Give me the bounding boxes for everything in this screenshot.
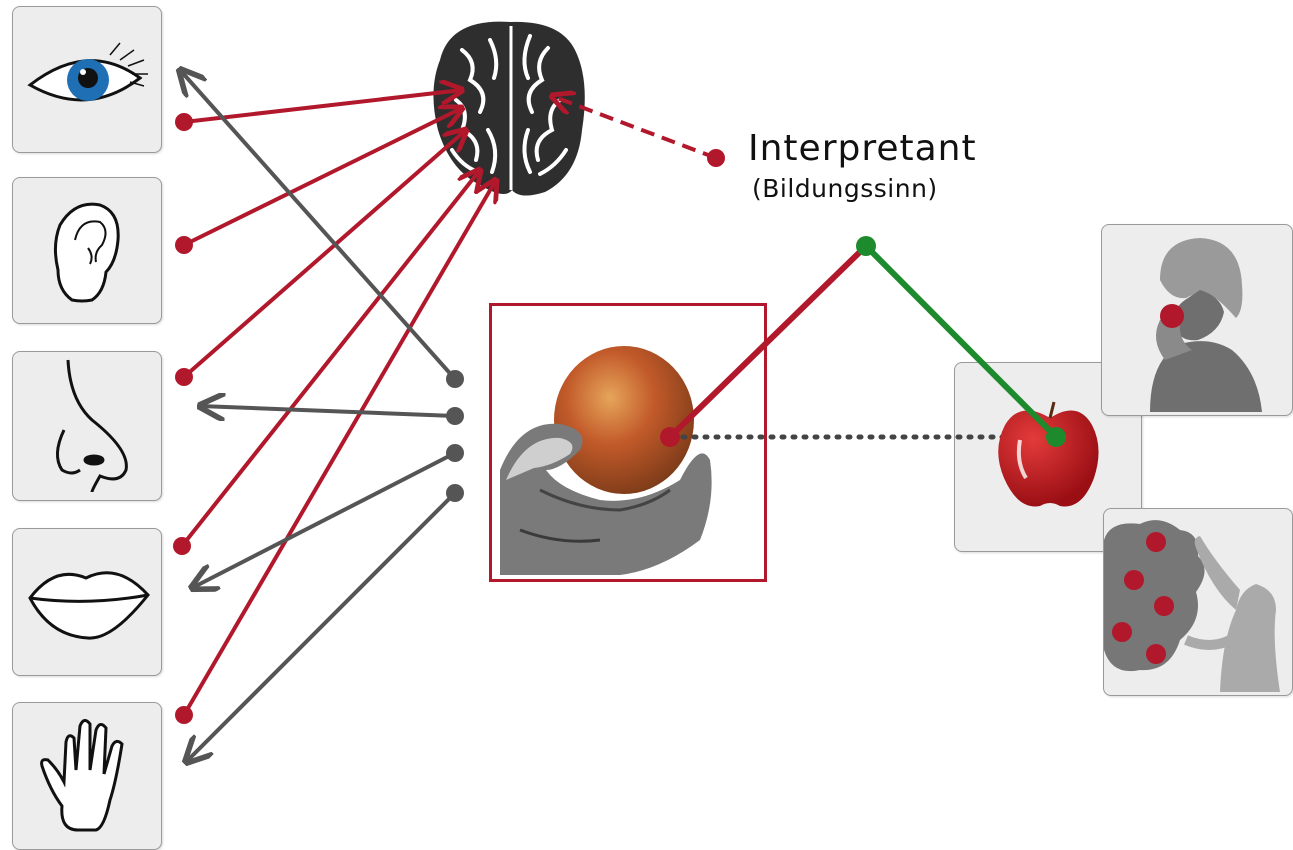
interpretant-dot <box>707 149 725 167</box>
woman-eating-apple-illustration <box>1150 238 1262 412</box>
interpretant-title: Interpretant <box>748 128 977 169</box>
hand-icon <box>40 719 124 832</box>
interpretant-subtitle: (Bildungssinn) <box>752 174 938 203</box>
interpretant-apex-dot <box>856 236 876 256</box>
sense-to-brain-arrows <box>180 90 496 717</box>
eye-icon <box>27 42 148 102</box>
object-dots <box>446 370 464 502</box>
green-triangle-line <box>863 243 1059 440</box>
apple-photo <box>500 346 712 575</box>
object-to-sense-arrows <box>180 70 457 762</box>
sense-dots <box>173 113 193 724</box>
red-apple-icon <box>998 401 1099 507</box>
interpretant-dashed-arrow <box>552 96 717 160</box>
red-triangle-line <box>667 243 869 440</box>
mouth-icon <box>28 571 150 640</box>
brain-icon <box>433 21 585 196</box>
ear-icon <box>53 202 120 303</box>
representamen-dot <box>660 427 680 447</box>
object-dot <box>1046 427 1066 447</box>
nose-box <box>12 351 162 501</box>
nose-icon <box>56 359 128 493</box>
apple-tree-illustration <box>1104 520 1280 692</box>
